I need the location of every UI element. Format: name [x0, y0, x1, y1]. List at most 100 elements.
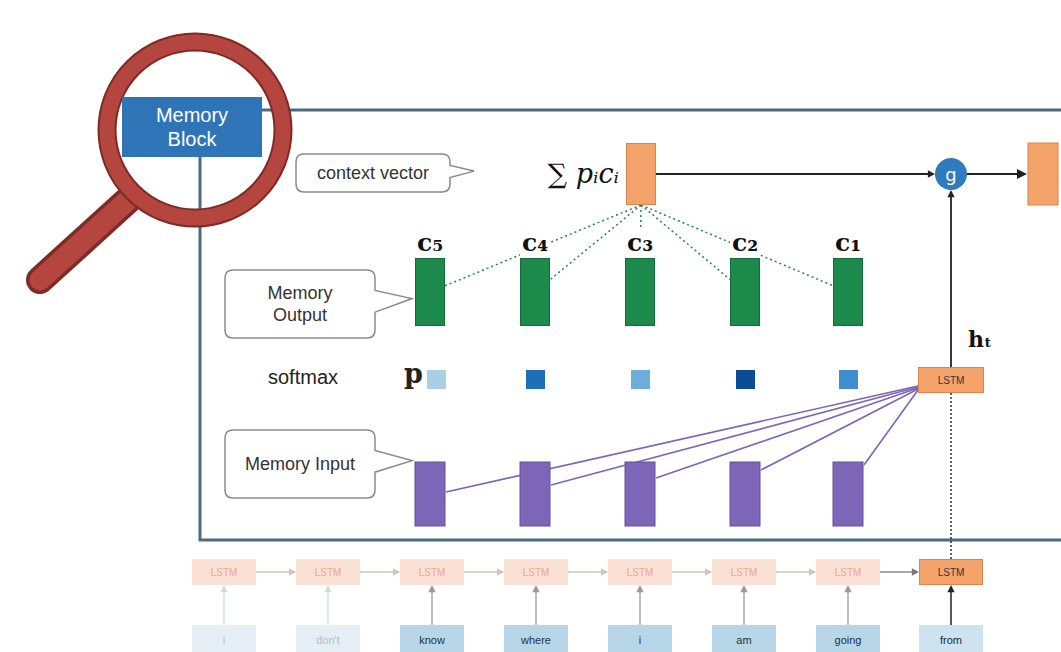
memory-output-callout: Memory Output [225, 270, 375, 338]
node-label: c₅ [415, 229, 445, 257]
arrowhead [532, 585, 539, 592]
memory-input-callout: Memory Input [225, 430, 375, 498]
node-label: c₄ [520, 229, 550, 257]
connector [847, 592, 848, 625]
memory-output-vector: c₄ [520, 258, 550, 326]
node-label: ∑ pᵢcᵢ [548, 158, 619, 190]
lstm-cell: LSTM [919, 559, 983, 585]
probability-symbol: p [404, 358, 423, 389]
callout-outline [296, 154, 474, 192]
memory-output-vector: c₂ [730, 258, 760, 326]
arrowhead [844, 585, 851, 592]
arrowhead [393, 568, 400, 575]
node-text: LSTM [211, 567, 238, 578]
memory-input-vector [520, 462, 550, 526]
arrowhead [928, 170, 935, 177]
node-text: from [940, 634, 962, 646]
node-text: context vector [317, 162, 429, 184]
lstm-cell: LSTM [296, 559, 360, 585]
memory-block-tag: Memory Block [122, 97, 262, 157]
connector [743, 592, 744, 625]
output-arrow [967, 173, 1019, 175]
connector [568, 571, 601, 572]
node-text: LSTM [627, 567, 654, 578]
node-text: Memory Output [243, 282, 357, 326]
node-label: c₁ [833, 229, 863, 257]
arrowhead [912, 568, 919, 575]
node-text: know [419, 634, 445, 646]
arrowhead [497, 568, 504, 575]
lstm-cell: LSTM [400, 559, 464, 585]
magnifier-ring [107, 42, 283, 218]
node-label: c₃ [625, 229, 655, 257]
memory-input-vector [415, 462, 445, 526]
connector [360, 571, 393, 572]
softmax-label: softmax [268, 366, 338, 389]
magnifier-handle [40, 200, 128, 280]
arrowhead [740, 585, 747, 592]
output-arrowhead [1017, 169, 1027, 179]
magnifier-ring [107, 42, 283, 218]
callout-outline [225, 430, 412, 498]
connector [880, 571, 912, 572]
node-text: LSTM [315, 567, 342, 578]
context-callout: context vector [296, 154, 450, 192]
word-token: where [504, 625, 568, 652]
word-token: going [816, 625, 880, 652]
node-text: LSTM [419, 567, 446, 578]
word-token: know [400, 625, 464, 652]
memory-input-vector [833, 462, 863, 526]
memory-output-vector: c₁ [833, 258, 863, 326]
memory-input-vector [625, 462, 655, 526]
arrowhead [947, 585, 954, 592]
softmax-square [839, 370, 858, 389]
arrowhead [324, 585, 331, 592]
node-text: going [835, 634, 862, 646]
node-text: where [521, 634, 551, 646]
arrowhead [947, 190, 954, 197]
magnifier-handle [40, 200, 128, 280]
edge-label: hₜ [966, 326, 994, 352]
lstm-cell: LSTM [192, 559, 256, 585]
arrowhead [289, 568, 296, 575]
node-text: LSTM [731, 567, 758, 578]
lstm-cell: LSTM [918, 367, 984, 393]
memory-output-vector: c₅ [415, 258, 445, 326]
node-text: LSTM [938, 375, 965, 386]
connector [950, 592, 952, 625]
connector [672, 571, 705, 572]
connector [639, 592, 640, 625]
node-text: Memory Block [137, 103, 247, 151]
memory-output-vector: c₃ [625, 258, 655, 326]
node-label: c₂ [730, 229, 760, 257]
softmax-square [736, 370, 755, 389]
node-text: am [736, 634, 751, 646]
lstm-cell: LSTM [712, 559, 776, 585]
word-token: i [608, 625, 672, 652]
connector [327, 592, 328, 625]
softmax-square [631, 370, 650, 389]
word-token: don't [296, 625, 360, 652]
arrowhead [428, 585, 435, 592]
connector [950, 197, 952, 367]
node-text: Memory Input [245, 453, 355, 475]
connector [431, 592, 432, 625]
node-text: i [223, 634, 225, 646]
lstm-cell: LSTM [504, 559, 568, 585]
context-vector: ∑ pᵢcᵢ [626, 143, 656, 205]
softmax-square [427, 370, 446, 389]
connector [256, 571, 289, 572]
output-vector [1028, 143, 1058, 205]
node-text: LSTM [938, 567, 965, 578]
memory-block-outline [200, 110, 1061, 540]
connector [656, 173, 928, 175]
connector [776, 571, 809, 572]
node-text: i [639, 634, 641, 646]
connector [223, 592, 224, 625]
arrowhead [601, 568, 608, 575]
lstm-cell: LSTM [608, 559, 672, 585]
arrowhead [636, 585, 643, 592]
connector [535, 592, 536, 625]
node-text: LSTM [523, 567, 550, 578]
arrowhead [705, 568, 712, 575]
